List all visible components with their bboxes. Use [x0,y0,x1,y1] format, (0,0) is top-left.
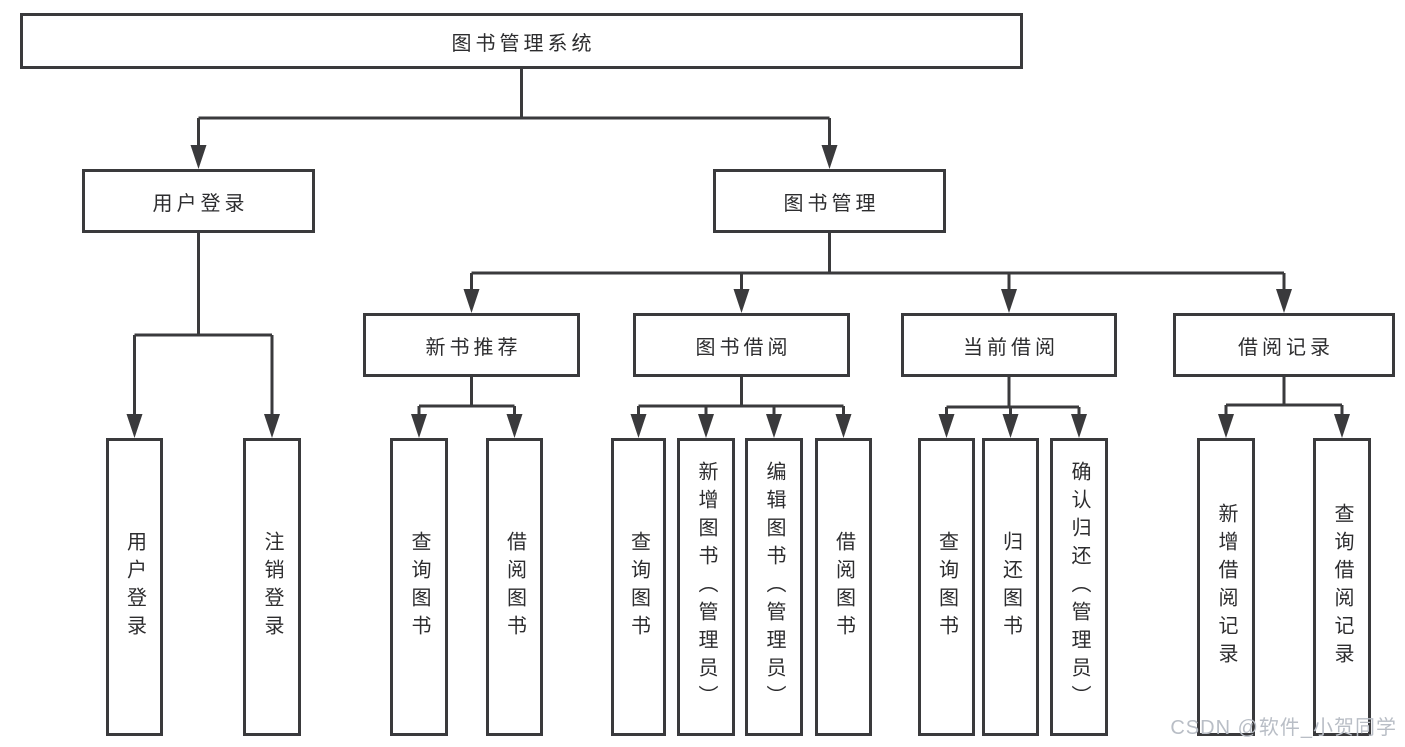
connector-user-login-to-leaves [126,233,280,438]
arrowhead-icon [190,145,207,169]
node-current-borrow: 当前借阅 [901,313,1117,377]
leaf-add-borrow-record: 新增借阅记录 [1197,438,1255,736]
leaf-borrow-books-borrow: 借阅图书 [815,438,872,736]
arrowhead-icon [463,289,480,313]
leaf-query-books-recommend: 查询图书 [390,438,448,736]
leaf-query-books-current: 查询图书 [918,438,975,736]
connector-book-management-to-sections [463,233,1292,313]
node-borrow-records: 借阅记录 [1173,313,1395,377]
connector-book-borrow-to-leaves [630,377,852,438]
arrowhead-icon [698,414,714,438]
connector-new-book-to-leaves [411,377,523,438]
arrowhead-icon [506,414,523,438]
leaf-confirm-return-admin: 确认归还（管理员） [1050,438,1108,736]
arrowhead-icon [411,414,427,438]
arrowhead-icon [264,414,280,438]
arrowhead-icon [1001,289,1017,313]
node-user-login: 用户登录 [82,169,315,233]
leaf-query-books-borrow: 查询图书 [611,438,666,736]
leaf-query-borrow-record: 查询借阅记录 [1313,438,1371,736]
node-root-system: 图书管理系统 [20,13,1023,69]
arrowhead-icon [1002,414,1019,438]
leaf-borrow-books-recommend: 借阅图书 [486,438,543,736]
arrowhead-icon [126,414,143,438]
csdn-watermark: CSDN @软件_小贺同学 [1170,717,1397,739]
leaf-edit-book-admin: 编辑图书（管理员） [745,438,803,736]
arrowhead-icon [1334,414,1350,438]
leaf-user-login: 用户登录 [106,438,163,736]
leaf-add-book-admin: 新增图书（管理员） [677,438,735,736]
arrowhead-icon [835,414,852,438]
arrowhead-icon [630,414,647,438]
leaf-return-book: 归还图书 [982,438,1039,736]
arrowhead-icon [1276,289,1292,313]
node-book-management: 图书管理 [713,169,946,233]
arrowhead-icon [1218,414,1234,438]
arrowhead-icon [1071,414,1087,438]
arrowhead-icon [821,145,838,169]
connector-borrow-records-to-leaves [1218,377,1350,438]
leaf-logout: 注销登录 [243,438,301,736]
node-new-book-recommend: 新书推荐 [363,313,580,377]
connector-current-borrow-to-leaves [938,377,1087,438]
arrowhead-icon [733,289,750,313]
node-book-borrow: 图书借阅 [633,313,850,377]
arrowhead-icon [938,414,955,438]
connector-root-to-branches [190,69,838,169]
arrowhead-icon [766,414,782,438]
